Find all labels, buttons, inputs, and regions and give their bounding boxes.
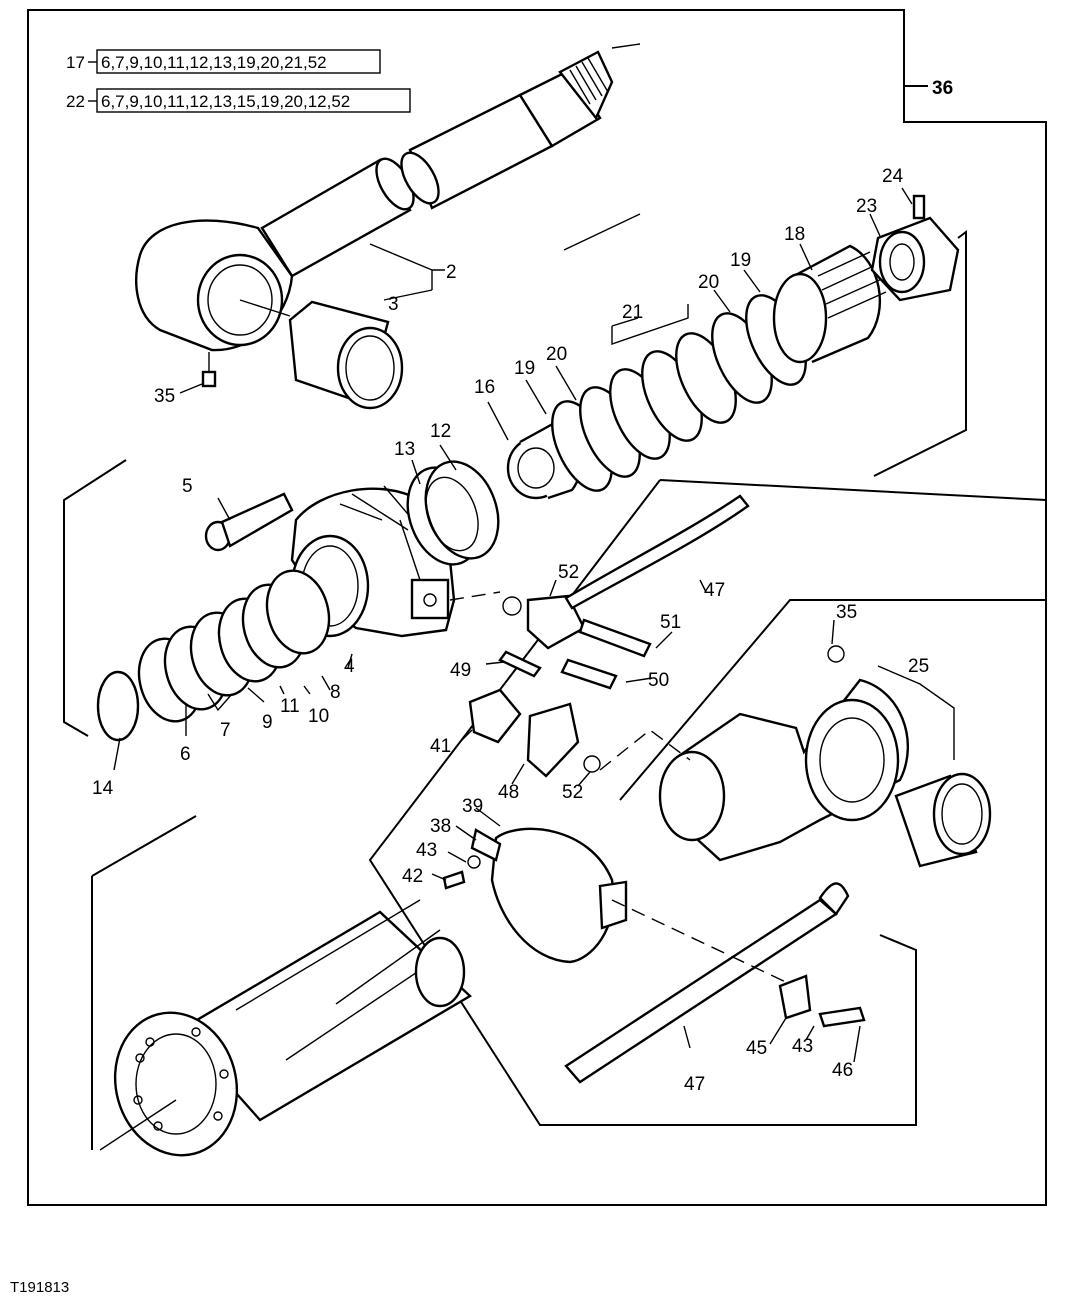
callout-6: 6 — [180, 744, 191, 765]
callout-35: 35 — [836, 602, 857, 623]
callout-20: 20 — [546, 344, 567, 365]
callout-46: 46 — [832, 1060, 853, 1081]
cylinder-tube — [99, 899, 472, 1157]
hose-group-boundary — [368, 479, 1047, 1126]
piston-seals — [506, 194, 960, 500]
callout-24: 24 — [882, 166, 904, 187]
legend-prefix: 22 — [66, 92, 85, 111]
callout-45: 45 — [746, 1038, 767, 1059]
callout-49: 49 — [450, 660, 471, 681]
callout-19: 19 — [730, 250, 751, 271]
callout-11: 11 — [280, 696, 300, 717]
callout-50: 50 — [648, 670, 669, 691]
tube-clamp — [442, 827, 628, 964]
callout-2: 2 — [446, 262, 457, 283]
callout-10: 10 — [308, 706, 329, 727]
legend-items: 6,7,9,10,11,12,13,19,20,21,52 — [101, 53, 327, 72]
callout-43: 43 — [416, 840, 437, 861]
callout-43: 43 — [792, 1036, 813, 1057]
piston-rod — [135, 50, 614, 352]
callout-52: 52 — [558, 562, 579, 583]
legend-prefix: 17 — [66, 53, 85, 72]
callout-12: 12 — [430, 421, 451, 442]
callout-48: 48 — [498, 782, 519, 803]
callout-13: 13 — [394, 439, 415, 460]
outer-frame — [27, 9, 1047, 1206]
callout-42: 42 — [402, 866, 423, 887]
figure-code: T191813 — [10, 1279, 69, 1296]
callout-18: 18 — [784, 224, 805, 245]
callout-20: 20 — [698, 272, 719, 293]
callout-8: 8 — [330, 682, 341, 703]
callout-25: 25 — [908, 656, 929, 677]
callout-47: 47 — [704, 580, 725, 601]
grease-fitting — [201, 352, 217, 388]
callout-38: 38 — [430, 816, 451, 837]
callout-19: 19 — [514, 358, 535, 379]
legend-row-22: 22 6,7,9,10,11,12,13,15,19,20,12,52 — [66, 88, 411, 113]
upper-hose — [564, 494, 750, 610]
legend-items: 6,7,9,10,11,12,13,15,19,20,12,52 — [101, 92, 350, 111]
callout-5: 5 — [182, 476, 193, 497]
callout-39: 39 — [462, 796, 483, 817]
callout-52: 52 — [562, 782, 583, 803]
callout-3: 3 — [388, 294, 399, 315]
callout-36: 36 — [932, 78, 953, 99]
callout-23: 23 — [856, 196, 877, 217]
callout-labels: 36 2 3 35 5 13 12 16 19 20 21 20 19 18 2… — [92, 78, 955, 1095]
head-seal-rings — [96, 569, 331, 742]
callout-9: 9 — [262, 712, 273, 733]
cylinder-base-end — [658, 678, 992, 868]
callout-21: 21 — [622, 302, 643, 323]
callout-47: 47 — [684, 1074, 705, 1095]
callout-4: 4 — [344, 656, 355, 677]
hydraulic-fittings — [468, 594, 845, 778]
bushing — [288, 300, 404, 410]
callout-14: 14 — [92, 778, 114, 799]
legend-row-17: 17 6,7,9,10,11,12,13,19,20,21,52 — [66, 49, 381, 74]
socket-head-bolt — [204, 492, 294, 552]
callout-16: 16 — [474, 377, 495, 398]
tube-clip — [778, 974, 866, 1028]
callout-7: 7 — [220, 720, 231, 741]
callout-35: 35 — [154, 386, 175, 407]
callout-41: 41 — [430, 736, 451, 757]
callout-51: 51 — [660, 612, 681, 633]
